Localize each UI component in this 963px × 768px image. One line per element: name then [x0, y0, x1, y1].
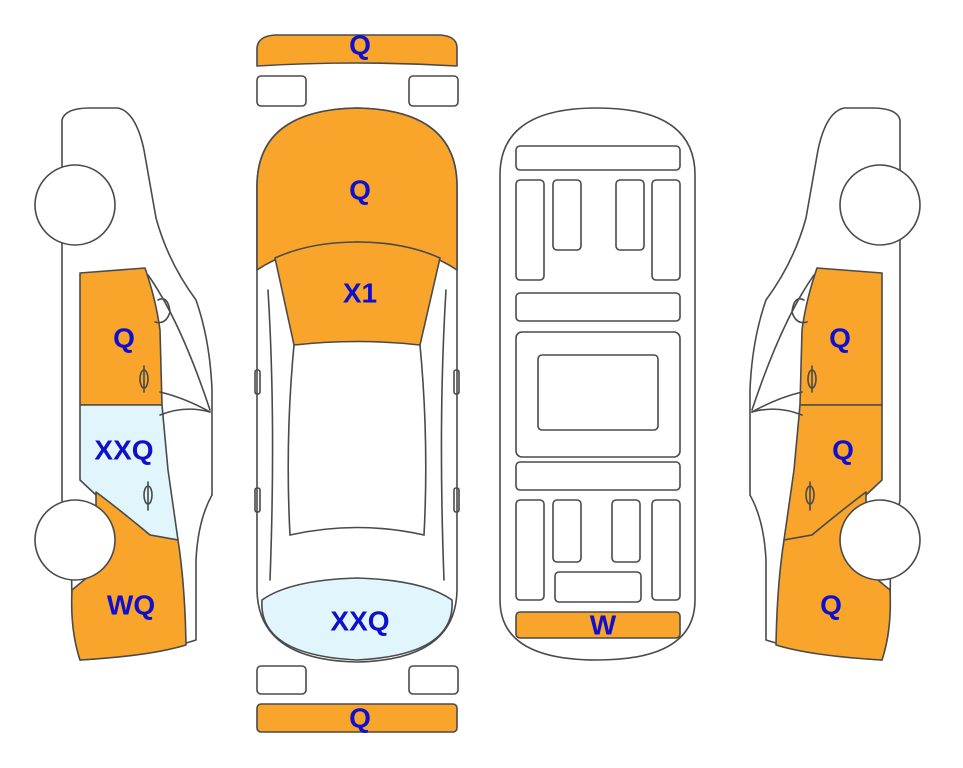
rear-bumper-panel[interactable] — [256, 703, 458, 733]
left-front-door-label: Q — [113, 322, 135, 353]
right-rear-wheel — [839, 499, 921, 581]
trunk-floor-label: W — [590, 609, 617, 640]
right-side-view — [749, 107, 921, 661]
left-rear-door-label: XXQ — [94, 434, 153, 465]
underbody-view — [499, 107, 696, 661]
right-front-door-label: Q — [829, 322, 851, 353]
trunk-floor-panel[interactable] — [515, 611, 681, 639]
left-rear-wheel — [34, 499, 116, 581]
front-bumper-panel[interactable] — [256, 34, 458, 67]
top-view — [254, 34, 460, 733]
damage-labels: Q Q X1 XXQ Q W Q XXQ WQ Q Q Q — [94, 29, 853, 733]
windshield-label: X1 — [343, 277, 377, 308]
rear-bumper-label: Q — [349, 702, 371, 733]
right-rear-quarter-label: Q — [820, 589, 842, 620]
left-side-view — [34, 107, 213, 661]
rear-window-label: XXQ — [330, 605, 389, 636]
left-rear-quarter-label: WQ — [107, 589, 155, 620]
left-front-wheel — [34, 164, 116, 246]
front-bumper-label: Q — [349, 29, 371, 60]
right-front-wheel — [839, 164, 921, 246]
rear-window-panel[interactable] — [261, 577, 453, 661]
right-rear-door-label: Q — [832, 434, 854, 465]
hood-label: Q — [349, 174, 371, 205]
right-front-door-panel[interactable] — [799, 267, 883, 406]
windshield-panel[interactable] — [274, 241, 441, 346]
